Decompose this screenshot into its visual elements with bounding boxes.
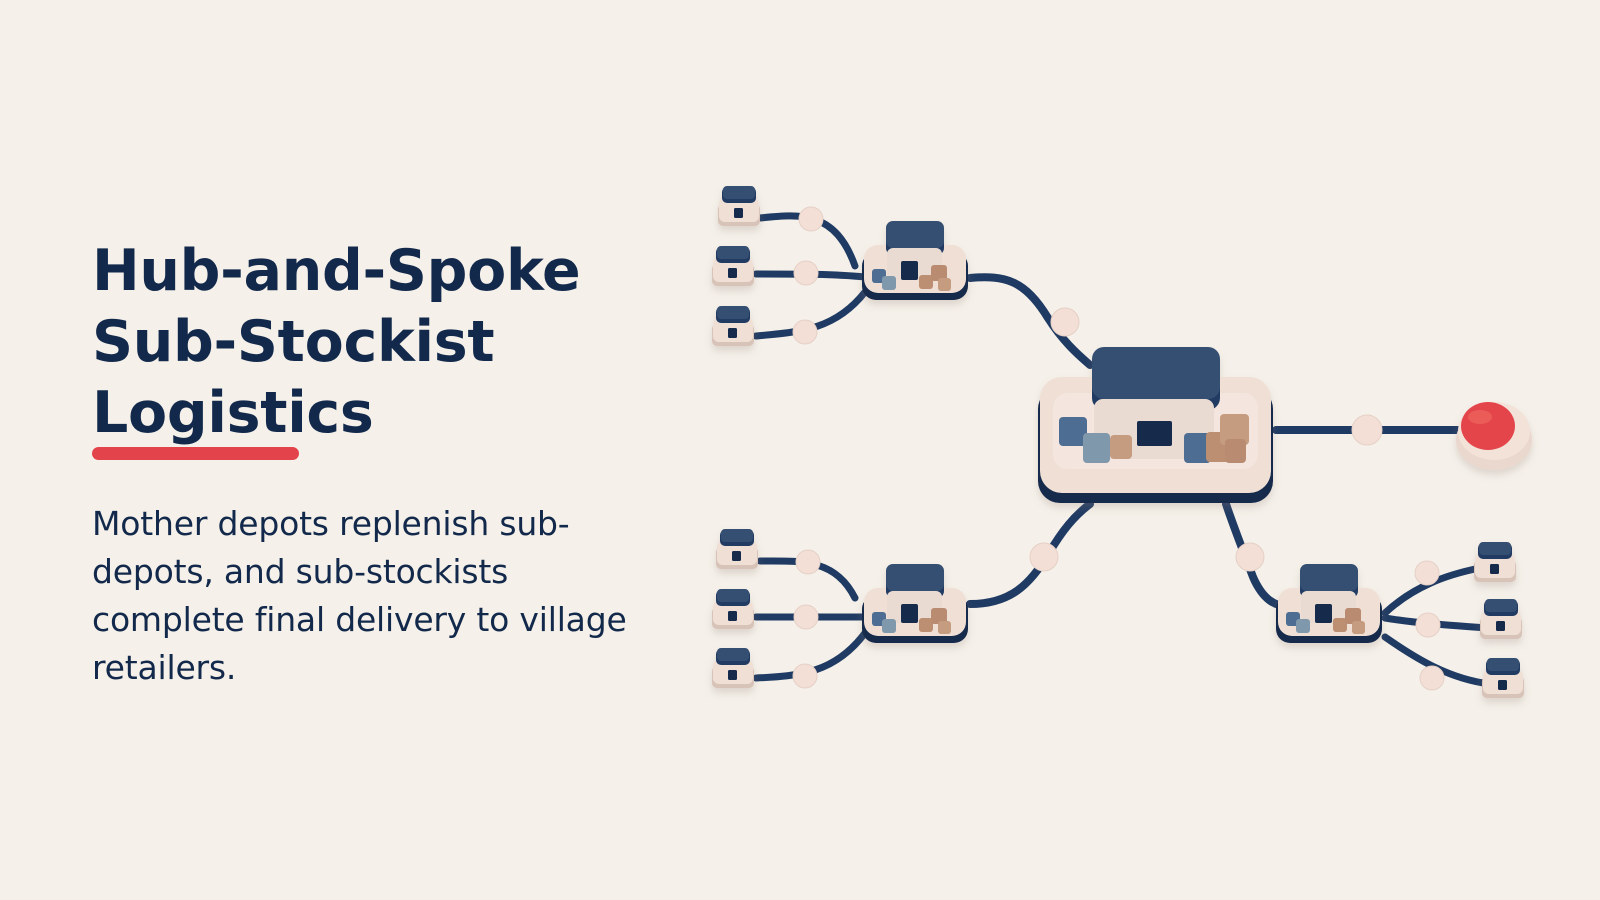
village-retailers-right xyxy=(1474,542,1524,698)
village-retailers-left-bottom xyxy=(712,529,758,688)
sub-depot-bottom-left xyxy=(862,564,968,643)
page-title: Hub-and-Spoke Sub-Stockist Logistics xyxy=(92,236,652,449)
sub-depot-bottom-right xyxy=(1276,564,1382,643)
title-line-2: Sub-Stockist xyxy=(92,309,495,375)
mother-depot xyxy=(1038,347,1273,503)
connector-dots xyxy=(792,206,1445,691)
title-accent-underline xyxy=(92,447,299,460)
delivery-destination-marker xyxy=(1456,402,1532,470)
title-line-1: Hub-and-Spoke xyxy=(92,238,581,304)
text-panel: Hub-and-Spoke Sub-Stockist Logistics Mot… xyxy=(92,236,652,692)
sub-depot-top-left xyxy=(862,221,968,300)
title-line-3: Logistics xyxy=(92,380,374,446)
village-retailers-left-top xyxy=(712,186,760,346)
description-text: Mother depots replenish sub-depots, and … xyxy=(92,504,627,687)
